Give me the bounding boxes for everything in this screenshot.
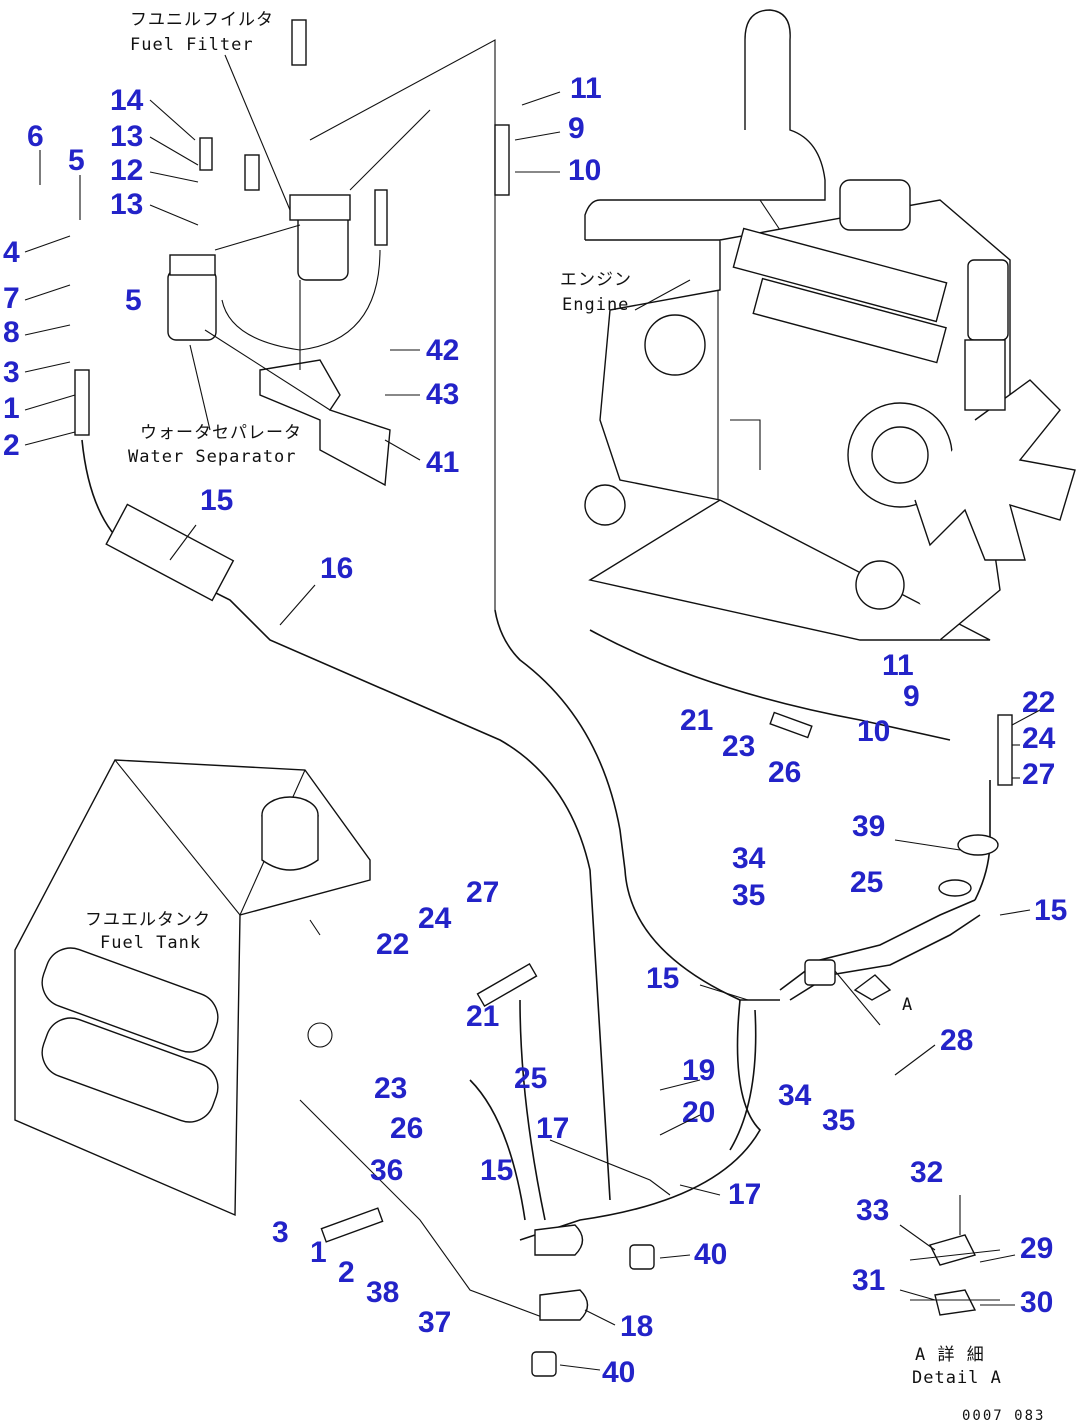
callout-40: 40 — [694, 1238, 727, 1271]
fuel-filter-label-jp: フユニルフイルタ — [130, 10, 274, 30]
callout-35: 35 — [822, 1104, 855, 1137]
callout-15: 15 — [1034, 894, 1067, 927]
callout-28: 28 — [940, 1024, 973, 1057]
callout-2: 2 — [3, 429, 20, 462]
engine-label-en: Engine — [562, 295, 629, 315]
callout-15: 15 — [200, 484, 233, 517]
callout-1: 1 — [310, 1236, 327, 1269]
fuel-tank-drawing: フユエルタンク Fuel Tank — [14, 759, 371, 1217]
callout-20: 20 — [682, 1096, 715, 1129]
direction-arrow-a — [853, 974, 892, 1001]
callout-8: 8 — [3, 316, 20, 349]
callout-30: 30 — [1020, 1286, 1053, 1319]
callout-37: 37 — [418, 1306, 451, 1339]
engine-drawing — [584, 9, 1076, 641]
callout-31: 31 — [852, 1264, 885, 1297]
callout-36: 36 — [370, 1154, 403, 1187]
callout-10: 10 — [857, 715, 890, 748]
callout-25: 25 — [514, 1062, 547, 1095]
callout-11: 11 — [882, 649, 914, 682]
fuel-filter-label-en: Fuel Filter — [130, 35, 254, 55]
callout-numbers: 6 5 14 13 12 13 4 5 7 8 3 1 2 11 9 10 42… — [3, 72, 1067, 1389]
callout-27: 27 — [1022, 758, 1055, 791]
callout-25: 25 — [850, 866, 883, 899]
callout-1: 1 — [3, 392, 20, 425]
callout-26: 26 — [768, 756, 801, 789]
callout-42: 42 — [426, 334, 459, 367]
detail-label-jp: A 詳 細 — [915, 1345, 985, 1365]
arrow-label: A — [902, 995, 913, 1015]
leader-lines — [24, 91, 1041, 1371]
callout-41: 41 — [426, 446, 459, 479]
callout-34: 34 — [778, 1079, 812, 1112]
callout-39: 39 — [852, 810, 885, 843]
callout-17: 17 — [536, 1112, 569, 1145]
callout-15: 15 — [480, 1154, 513, 1187]
callout-3: 3 — [3, 356, 20, 389]
callout-22: 22 — [1022, 686, 1055, 719]
callout-22: 22 — [376, 928, 409, 961]
callout-27: 27 — [466, 876, 499, 909]
callout-33: 33 — [856, 1194, 889, 1227]
engine-label-jp: エンジン — [560, 270, 632, 290]
callout-21: 21 — [466, 1000, 499, 1033]
callout-29: 29 — [1020, 1232, 1053, 1265]
drawing-code: 0007 083 — [962, 1408, 1045, 1424]
filter-assembly-drawing: フユニルフイルタ Fuel Filter ウォータセパレータ Water Sep… — [128, 10, 691, 610]
callout-19: 19 — [682, 1054, 715, 1087]
callout-40: 40 — [602, 1356, 635, 1389]
callout-32: 32 — [910, 1156, 943, 1189]
detail-a-drawing: A A 詳 細 Detail A — [853, 974, 1002, 1388]
callout-5: 5 — [68, 144, 85, 177]
fuel-tank-label-jp: フユエルタンク — [85, 910, 211, 930]
callout-35: 35 — [732, 879, 765, 912]
callout-13: 13 — [110, 120, 143, 153]
callout-9: 9 — [903, 680, 920, 713]
callout-23: 23 — [374, 1072, 407, 1105]
fuel-lines — [74, 124, 1013, 1377]
callout-7: 7 — [3, 282, 20, 315]
callout-3: 3 — [272, 1216, 289, 1249]
callout-13: 13 — [110, 188, 143, 221]
callout-12: 12 — [110, 154, 143, 187]
water-separator-label-jp: ウォータセパレータ — [140, 423, 302, 443]
detail-label-en: Detail A — [912, 1368, 1002, 1388]
callout-2: 2 — [338, 1256, 355, 1289]
callout-24: 24 — [1022, 722, 1056, 755]
callout-34: 34 — [732, 842, 766, 875]
callout-43: 43 — [426, 378, 459, 411]
callout-15: 15 — [646, 962, 679, 995]
callout-26: 26 — [390, 1112, 423, 1145]
callout-10: 10 — [568, 154, 601, 187]
callout-17: 17 — [728, 1178, 761, 1211]
callout-6: 6 — [27, 120, 44, 153]
callout-24: 24 — [418, 902, 452, 935]
callout-4: 4 — [3, 236, 20, 269]
callout-38: 38 — [366, 1276, 399, 1309]
callout-5: 5 — [125, 284, 142, 317]
fuel-tank-label-en: Fuel Tank — [100, 933, 201, 953]
callout-14: 14 — [110, 84, 144, 117]
callout-23: 23 — [722, 730, 755, 763]
callout-9: 9 — [568, 112, 585, 145]
callout-18: 18 — [620, 1310, 653, 1343]
callout-16: 16 — [320, 552, 353, 585]
callout-11: 11 — [570, 72, 602, 105]
callout-21: 21 — [680, 704, 713, 737]
water-separator-label-en: Water Separator — [128, 447, 297, 467]
